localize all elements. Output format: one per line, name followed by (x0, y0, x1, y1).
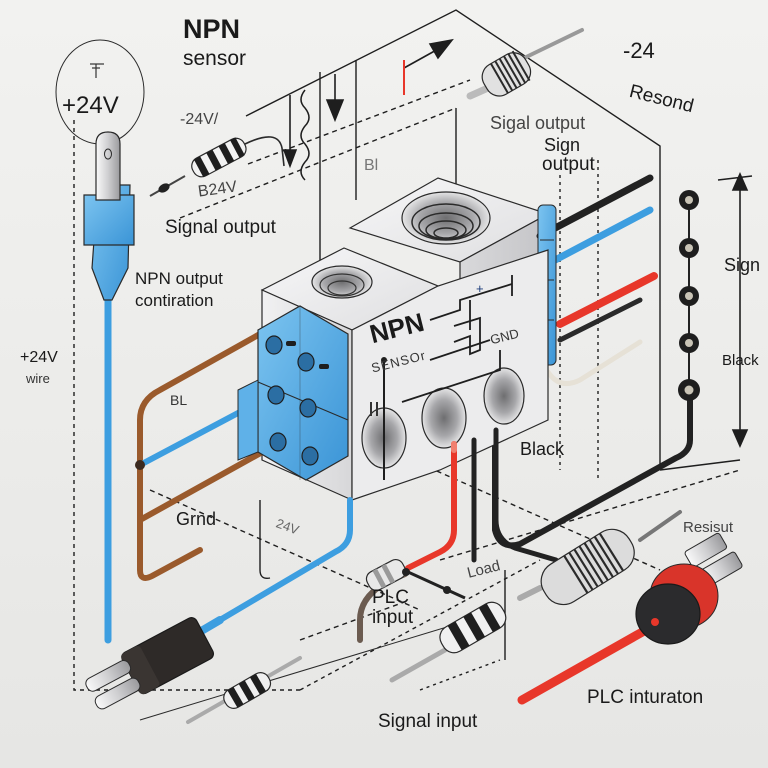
label-side-wire: wire (26, 371, 50, 386)
inductor-bottom (517, 510, 682, 606)
label-signal-output-mid-2: Sign (544, 135, 581, 155)
label-resistor-voltage-top: -24V/ (180, 111, 219, 128)
label-black-right: Black (722, 352, 759, 369)
resistor-top-left (149, 136, 285, 197)
bottom-wires (405, 427, 559, 571)
capacitor-symbol (370, 402, 378, 416)
right-side-wires (492, 174, 693, 549)
label-plc-integration: PLC inturaton (587, 687, 704, 708)
resistor-bottom (389, 601, 507, 683)
label-side-24v: +24V (20, 349, 58, 366)
label-npn-output: NPN output (135, 269, 223, 288)
label-resisut: Resisut (683, 519, 734, 536)
label-signal-output-mid-3: output (542, 154, 595, 175)
terminal-block (237, 305, 349, 481)
label-sign-right: Sign (724, 255, 761, 275)
label-top-right-24: -24 (623, 38, 655, 63)
label-bl-dashed: Bl (364, 157, 379, 174)
title-sensor: sensor (183, 47, 247, 70)
block-label-plus: + (476, 281, 484, 296)
label-supply-24v: +24V (62, 92, 119, 119)
label-signal-output-mid-1: Sigal output (490, 113, 586, 133)
label-contiration: contiration (135, 291, 214, 310)
squiggle-line (300, 89, 310, 181)
resistor-plc-input (365, 559, 466, 600)
label-grnd: Grnd (176, 509, 217, 529)
resistor-loose (186, 656, 302, 724)
label-bl-brown: BL (170, 392, 188, 408)
plc-connector (517, 532, 743, 705)
power-plug (85, 616, 224, 710)
label-signal-input: Signal input (378, 711, 478, 732)
ground-symbol-icon (90, 63, 104, 78)
label-plc-input-1: PLC (372, 587, 409, 608)
connector-header (678, 190, 700, 401)
npn-schematic-symbol (401, 275, 513, 403)
spade-connector (83, 131, 135, 644)
title-npn: NPN (183, 14, 241, 44)
label-black-mid: Black (520, 439, 565, 459)
arrows (282, 38, 753, 448)
label-signal-output-left: Signal output (165, 217, 276, 238)
label-plc-input-2: input (372, 607, 414, 628)
inductor-top (466, 28, 584, 100)
